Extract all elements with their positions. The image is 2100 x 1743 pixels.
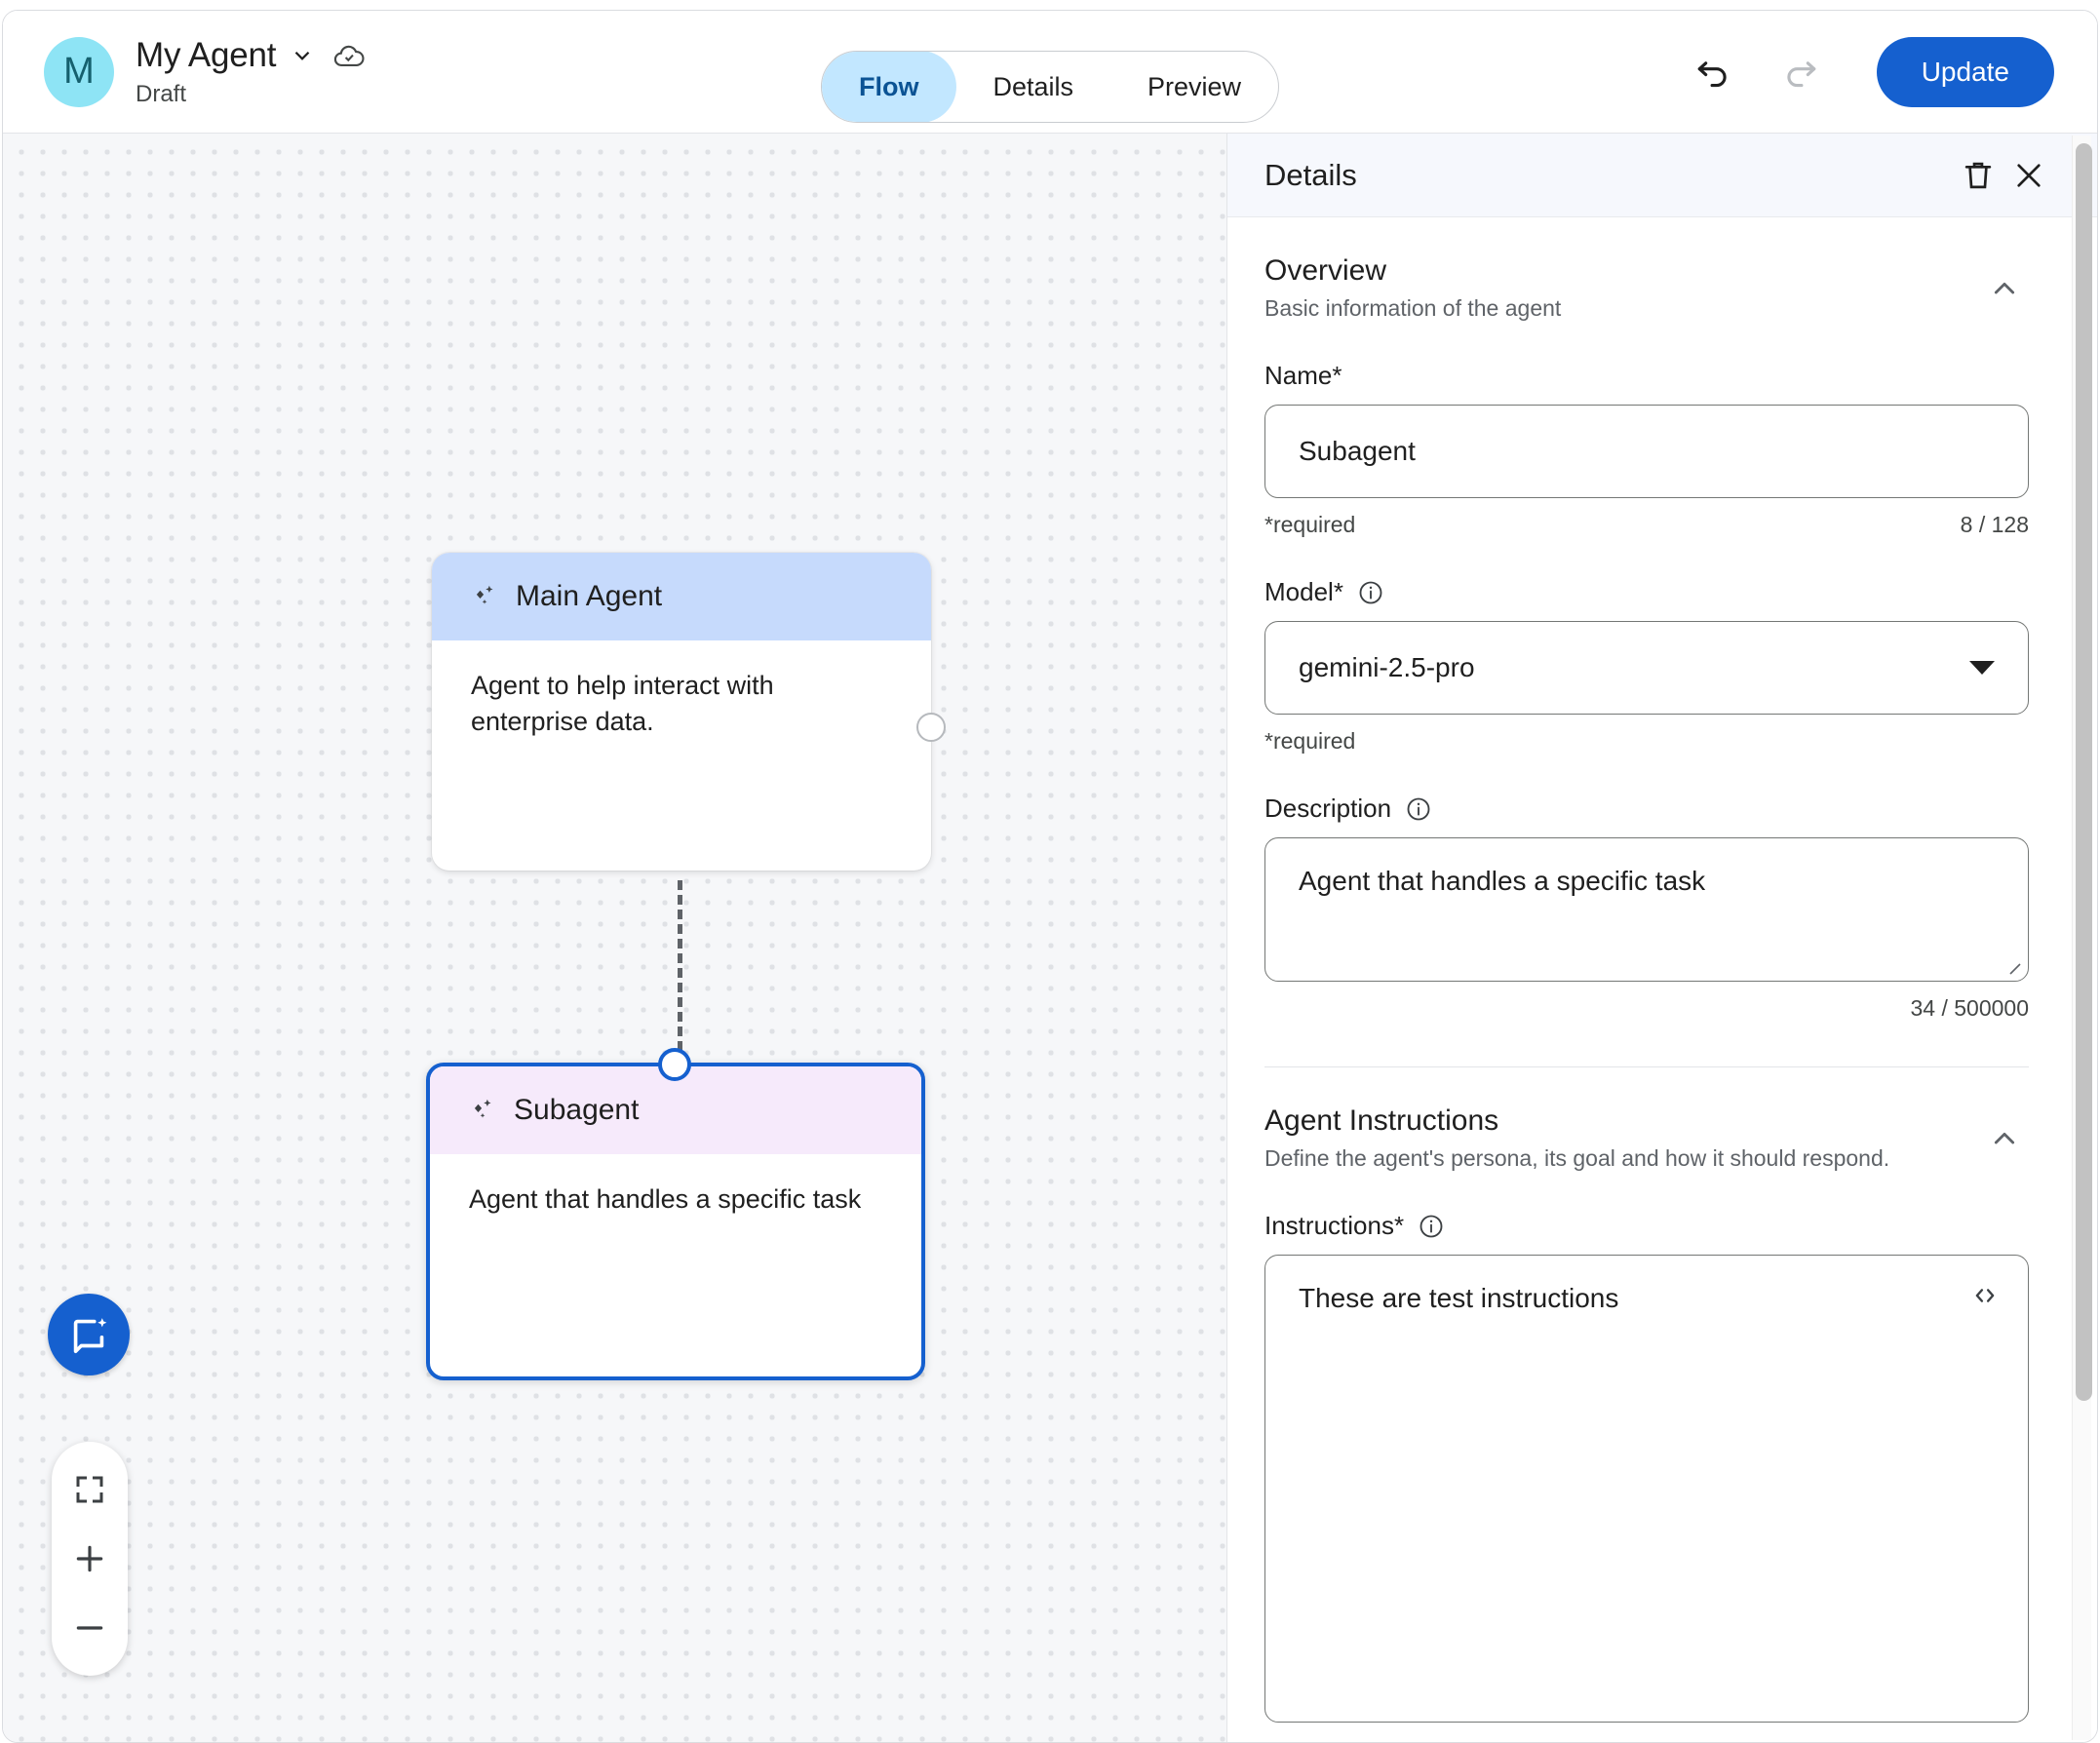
name-label-row: Name* <box>1264 361 2029 391</box>
agent-brand: M My Agent Draft <box>44 36 366 108</box>
details-panel-title: Details <box>1264 157 1357 192</box>
info-icon[interactable] <box>1418 1213 1445 1240</box>
name-helper-row: *required 8 / 128 <box>1264 512 2029 538</box>
close-icon[interactable] <box>2003 150 2054 201</box>
model-label-row: Model* <box>1264 577 2029 607</box>
instructions-label: Instructions* <box>1264 1211 1405 1240</box>
node-subagent-header: Subagent <box>430 1066 921 1154</box>
info-icon[interactable] <box>1357 579 1384 606</box>
section-divider <box>1264 1066 2029 1067</box>
name-char-counter: 8 / 128 <box>1960 512 2029 537</box>
name-required-hint: *required <box>1264 512 1356 537</box>
body-area: Main Agent Agent to help interact with e… <box>3 134 2097 1742</box>
minus-icon[interactable] <box>59 1598 120 1658</box>
model-select[interactable]: gemini-2.5-pro <box>1264 621 2029 715</box>
header-actions: Update <box>1690 36 2054 107</box>
tab-flow[interactable]: Flow <box>821 52 956 122</box>
node-subagent-title: Subagent <box>514 1094 640 1126</box>
chevron-up-icon[interactable] <box>1980 1114 2029 1163</box>
description-label: Description <box>1264 794 1392 823</box>
agent-title-row: My Agent <box>136 36 366 75</box>
undo-icon[interactable] <box>1690 49 1736 96</box>
name-input[interactable]: Subagent <box>1264 405 2029 498</box>
sparkle-icon <box>471 582 500 611</box>
caret-down-icon <box>1969 661 1995 675</box>
model-label: Model* <box>1264 577 1343 606</box>
details-panel: Details Overview <box>1226 134 2097 1742</box>
tab-preview[interactable]: Preview <box>1147 71 1242 101</box>
overview-subtitle: Basic information of the agent <box>1264 295 1562 321</box>
description-char-counter: 34 / 500000 <box>1910 995 2029 1021</box>
resize-handle[interactable] <box>2001 954 2024 978</box>
node-main-agent-header: Main Agent <box>432 553 931 640</box>
name-field-group: Name* Subagent *required 8 / 128 <box>1264 361 2029 538</box>
app-window: M My Agent Draft Flo <box>2 10 2098 1743</box>
details-panel-header: Details <box>1227 134 2097 217</box>
app-header: M My Agent Draft Flo <box>3 11 2097 134</box>
info-icon[interactable] <box>1405 795 1432 823</box>
description-value: Agent that handles a specific task <box>1299 866 1706 896</box>
plus-icon[interactable] <box>59 1529 120 1589</box>
node-main-agent-title: Main Agent <box>516 580 663 612</box>
instructions-label-row: Instructions* <box>1264 1211 2029 1241</box>
node-input-handle[interactable] <box>658 1048 691 1081</box>
instructions-section-text: Agent Instructions Define the agent's pe… <box>1264 1104 1980 1172</box>
chat-sparkle-icon[interactable] <box>48 1294 130 1375</box>
avatar: M <box>44 36 114 107</box>
update-button[interactable]: Update <box>1876 36 2054 107</box>
brand-text: My Agent Draft <box>136 36 366 108</box>
model-required-hint: *required <box>1264 728 1356 754</box>
node-main-agent-inner: Main Agent Agent to help interact with e… <box>432 553 931 871</box>
chevron-up-icon[interactable] <box>1980 264 2029 313</box>
node-subagent[interactable]: Subagent Agent that handles a specific t… <box>426 1048 925 1380</box>
page-title: My Agent <box>136 35 277 74</box>
name-label: Name* <box>1264 361 1342 390</box>
instructions-value: These are test instructions <box>1299 1283 1619 1313</box>
overview-section-header: Overview Basic information of the agent <box>1264 217 2029 322</box>
node-subagent-description: Agent that handles a specific task <box>469 1184 862 1214</box>
status-badge: Draft <box>136 80 187 107</box>
overview-section-text: Overview Basic information of the agent <box>1264 254 1980 322</box>
code-brackets-icon[interactable] <box>1967 1281 2003 1310</box>
instructions-section-subtitle: Define the agent's persona, its goal and… <box>1264 1145 1890 1171</box>
model-selected-value: gemini-2.5-pro <box>1299 652 1475 682</box>
model-helper-row: *required <box>1264 728 2029 755</box>
overview-title: Overview <box>1264 254 1387 287</box>
node-main-agent-description: Agent to help interact with enterprise d… <box>471 671 774 736</box>
description-label-row: Description <box>1264 794 2029 824</box>
node-output-handle[interactable] <box>916 713 946 742</box>
node-subagent-inner: Subagent Agent that handles a specific t… <box>430 1066 921 1376</box>
trash-icon[interactable] <box>1953 150 2003 201</box>
instructions-textarea[interactable]: These are test instructions <box>1264 1255 2029 1723</box>
description-textarea[interactable]: Agent that handles a specific task <box>1264 837 2029 982</box>
description-field-group: Description Agent that handles a specifi… <box>1264 794 2029 1022</box>
model-field-group: Model* gemini-2.5-pro *required <box>1264 577 2029 755</box>
node-main-agent[interactable]: Main Agent Agent to help interact with e… <box>432 553 946 871</box>
instructions-section-title: Agent Instructions <box>1264 1104 1499 1137</box>
chevron-down-icon[interactable] <box>290 43 315 68</box>
description-helper-row: 34 / 500000 <box>1264 995 2029 1022</box>
zoom-controls <box>52 1442 128 1676</box>
redo-icon[interactable] <box>1777 49 1824 96</box>
view-tabs: Flow Details Preview <box>820 51 1280 123</box>
instructions-section-header: Agent Instructions Define the agent's pe… <box>1264 1067 2029 1172</box>
panel-scrollbar[interactable] <box>2072 136 2092 1740</box>
instructions-field-group: Instructions* These are test instruction… <box>1264 1211 2029 1723</box>
flow-canvas[interactable]: Main Agent Agent to help interact with e… <box>3 134 1226 1742</box>
sparkle-icon <box>469 1096 498 1125</box>
cloud-saved-icon <box>329 39 366 72</box>
edge-main-to-subagent <box>678 880 682 1065</box>
fit-screen-icon[interactable] <box>59 1459 120 1520</box>
details-panel-content: Overview Basic information of the agent … <box>1227 217 2072 1742</box>
tab-details[interactable]: Details <box>992 71 1073 101</box>
panel-scrollbar-thumb[interactable] <box>2076 143 2092 1401</box>
